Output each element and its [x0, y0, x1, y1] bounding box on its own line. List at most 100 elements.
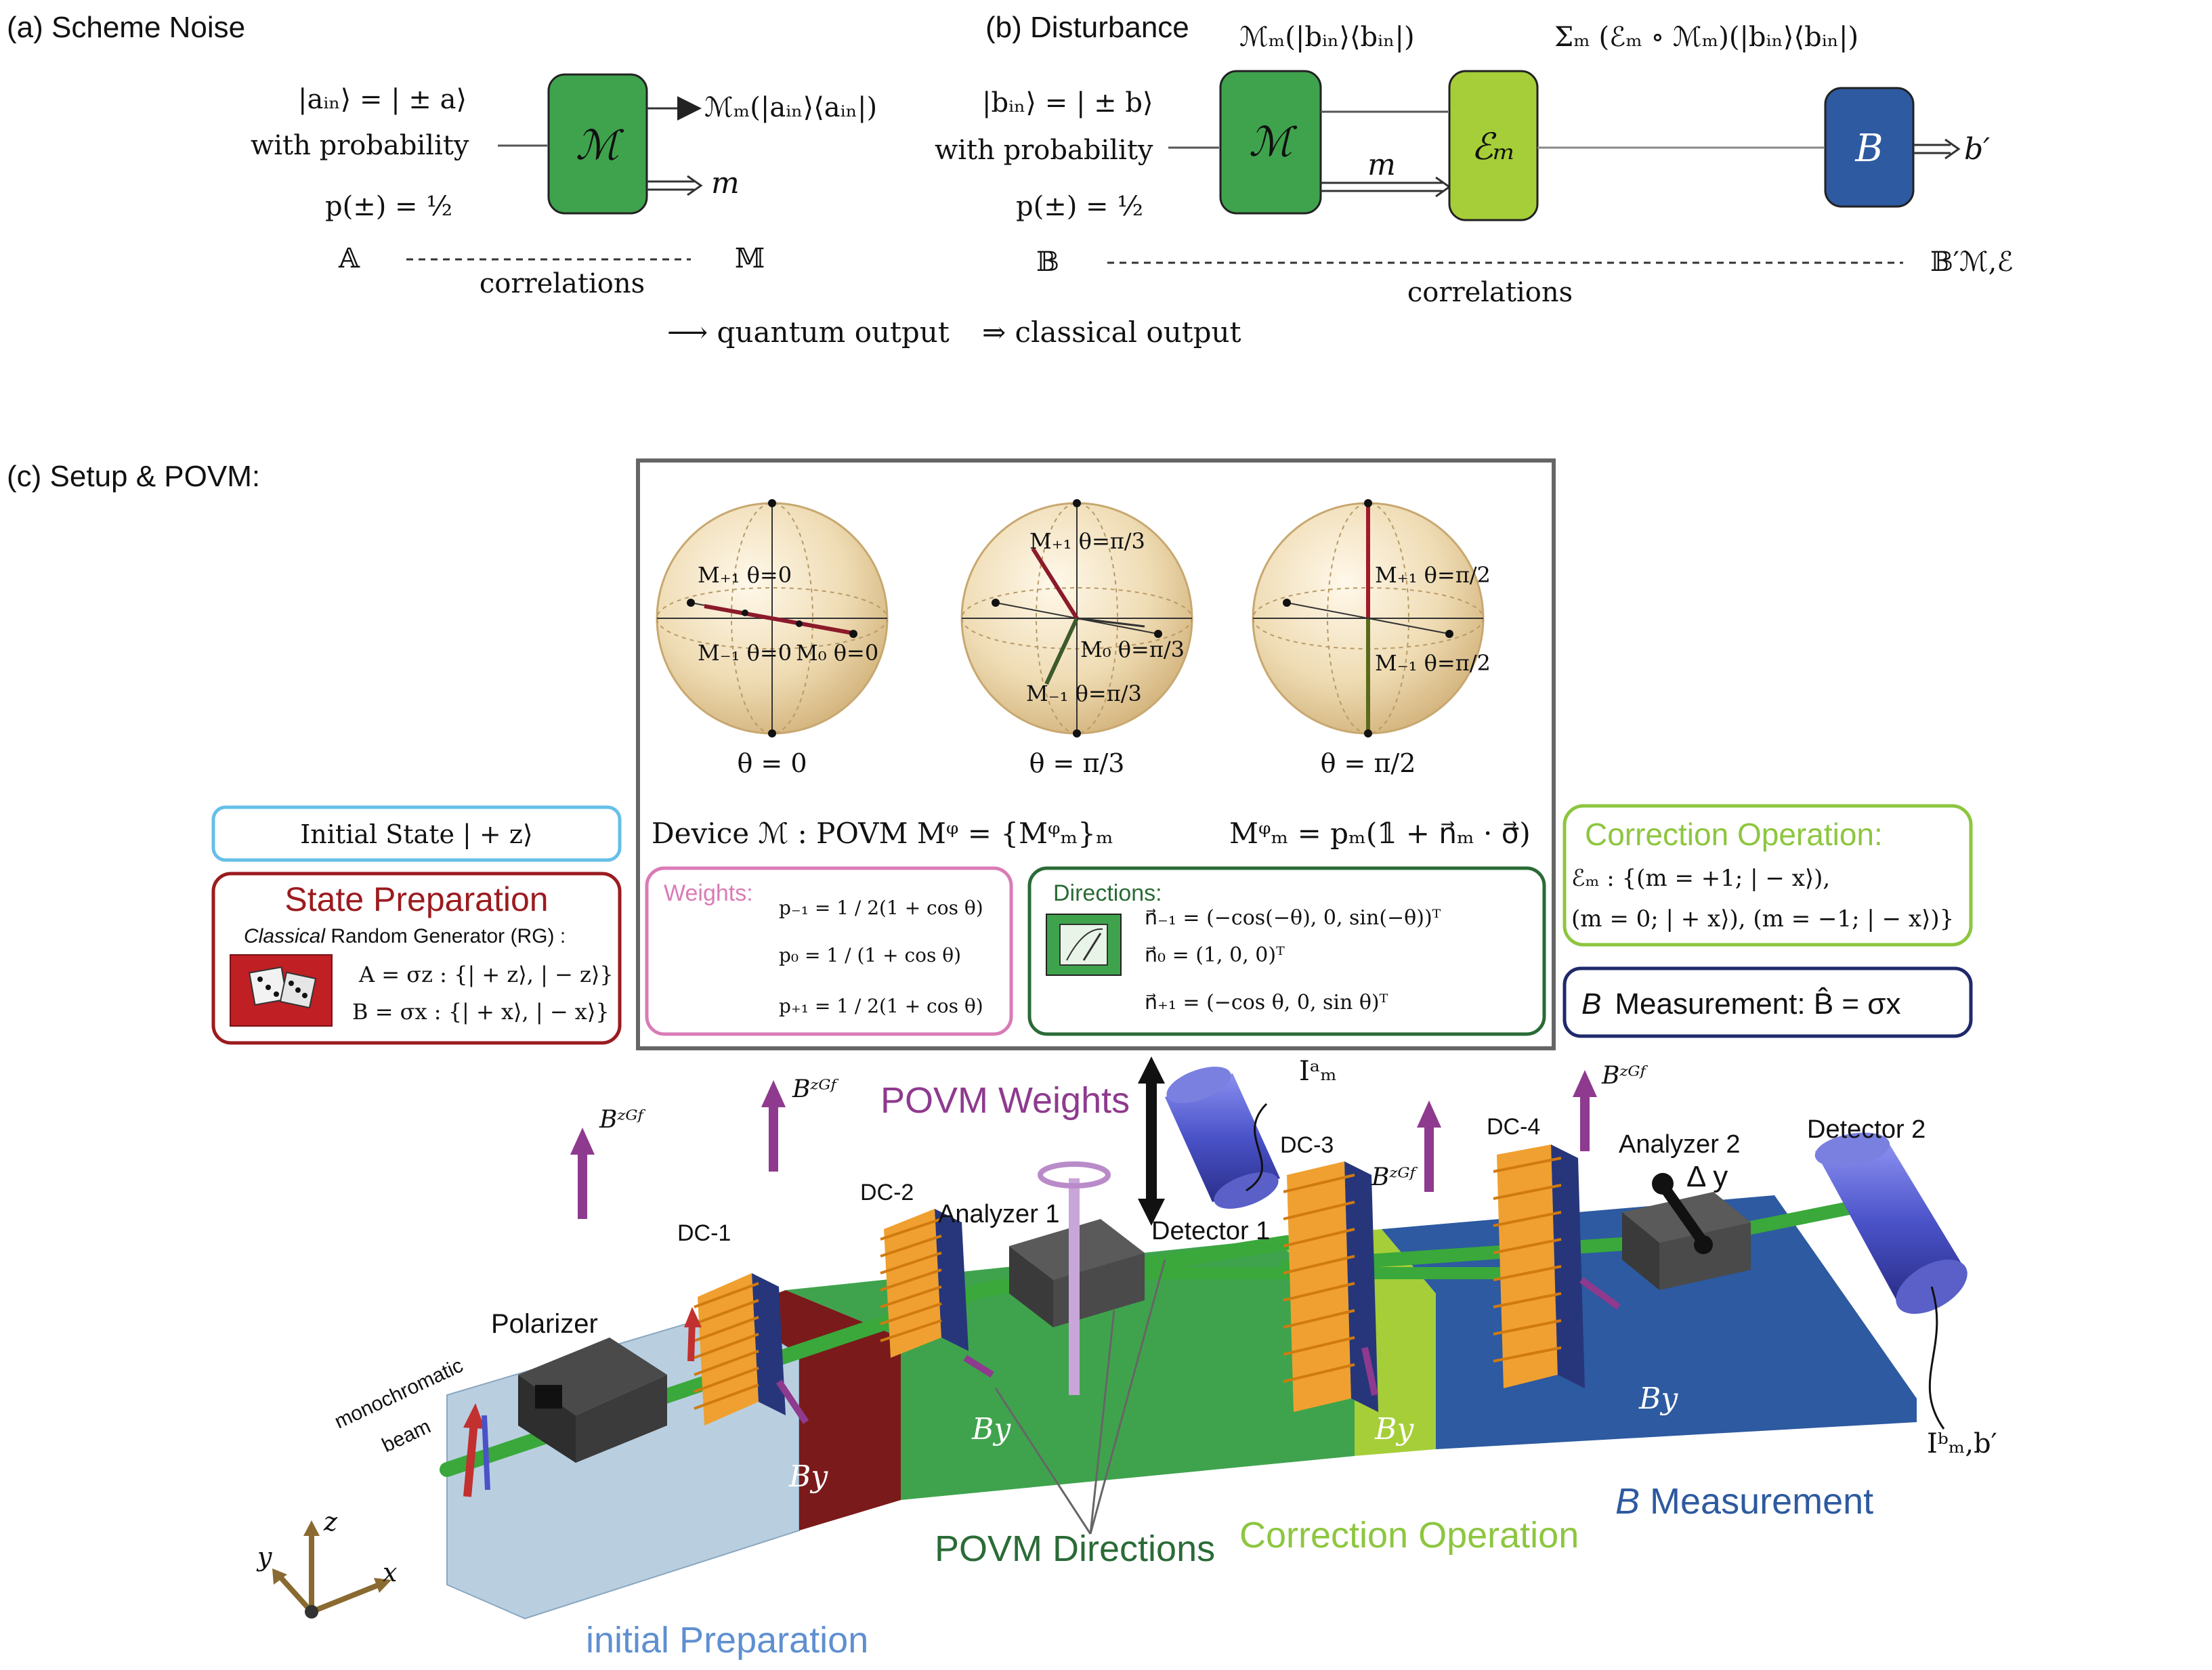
- initial-state-label: Initial State | + z⟩: [300, 819, 532, 849]
- correction-box: [1562, 804, 1973, 947]
- dc1-spin-arrow-head: [684, 1307, 702, 1327]
- sphere3-m-minus: M₋₁ θ=π/2: [1375, 650, 1491, 676]
- panel-a-classical-output: m: [711, 166, 740, 200]
- meter-needle: [1082, 933, 1102, 961]
- panel-a-input-state: |aᵢₙ⟩ = | ± a⟩: [298, 84, 467, 115]
- correction-title: Correction Operation:: [1585, 817, 1883, 852]
- povm-directions-pointer-3: [1089, 1259, 1166, 1535]
- spin-arrow-blue: [482, 1415, 490, 1491]
- directions-n-zero: n⃗₀ = (1, 0, 0)ᵀ: [1145, 943, 1285, 967]
- weights-box: [645, 866, 1013, 1036]
- povm-directions-pointer-2: [1089, 1310, 1115, 1535]
- delta-y-label: Δ y: [1686, 1160, 1728, 1193]
- weights-title: Weights:: [664, 880, 753, 906]
- by-label-1: By: [788, 1459, 828, 1494]
- panel-b-intermediate: ℳₘ(|bᵢₙ⟩⟨bᵢₙ|): [1239, 22, 1415, 53]
- panel-a-left-var: 𝔸: [338, 243, 360, 274]
- panel-a-right-var: 𝕄: [735, 243, 765, 274]
- state-prep-rg-line: Classical Random Generator (RG) :: [244, 925, 566, 947]
- b-measurement-b: B: [1581, 987, 1601, 1021]
- dc4-label: DC-4: [1487, 1114, 1540, 1140]
- panel-b-device-box: [1219, 70, 1322, 215]
- analyzer1: [1009, 1161, 1145, 1395]
- dc1-coil: [694, 1273, 786, 1426]
- panel-b-m-label: m: [1367, 148, 1396, 182]
- b-measurement-region-b: B: [1615, 1481, 1640, 1522]
- panel-b-right-var: 𝔹′ℳ,ℰ: [1930, 247, 2014, 278]
- panel-b-correction-label: ℰₘ: [1471, 125, 1516, 168]
- state-prep-a-line: A = σz : {| + z⟩, | − z⟩}: [358, 962, 614, 987]
- sphere1-caption: θ = 0: [737, 748, 807, 778]
- dc3-by-arrow: [1361, 1346, 1378, 1396]
- weights-p-minus: p₋₁ = 1 / 2(1 + cos θ): [779, 897, 983, 919]
- dc2-label: DC-2: [860, 1180, 914, 1205]
- panel-b-measure-label: B: [1854, 127, 1883, 171]
- povm-weights-label: POVM Weights: [880, 1080, 1130, 1121]
- panel-b-correction-box: [1448, 70, 1539, 221]
- panel-a-device-label: ℳ: [576, 122, 624, 169]
- dc4-coil: [1493, 1144, 1585, 1388]
- dice-icon: [249, 966, 317, 1009]
- povm-formula: Mᵠₘ = pₘ(𝟙 + n⃗ₘ · σ⃗): [1229, 817, 1531, 850]
- bz-gf-arrow-3-head: [1417, 1100, 1441, 1128]
- dc2-coil: [880, 1209, 969, 1358]
- dc1-label: DC-1: [677, 1220, 731, 1246]
- panel-a-with-probability: with probability: [251, 130, 469, 161]
- povm-directions-pointer-1: [994, 1388, 1092, 1535]
- vertical-arrow-head-down: [1138, 1199, 1165, 1226]
- detector1-label: Detector 1: [1151, 1217, 1270, 1245]
- initial-prep-label: initial Preparation: [586, 1620, 868, 1661]
- bloch-sphere-theta-0: [656, 499, 889, 737]
- b-measurement-text: Measurement: B̂ = σx: [1615, 987, 1900, 1021]
- axis-z-label: z: [323, 1507, 338, 1537]
- panel-b-device-label: ℳ: [1249, 119, 1298, 166]
- by-label-3: By: [1374, 1412, 1414, 1447]
- current-i-bmb: Iᵇₘ,b′: [1927, 1428, 1997, 1459]
- sphere2-m-zero: M₀ θ=π/3: [1080, 637, 1185, 662]
- by-label-4: By: [1638, 1382, 1678, 1416]
- correction-op-label: Correction Operation: [1239, 1515, 1579, 1556]
- analyzer1-label: Analyzer 1: [938, 1200, 1060, 1228]
- panel-b-left-var: 𝔹: [1036, 247, 1059, 278]
- bz-gf-arrow-4-head: [1573, 1070, 1597, 1097]
- beam-label: beam: [379, 1415, 434, 1457]
- panel-a-title: (a) Scheme Noise: [7, 11, 245, 44]
- panel-b-sum-label: Σₘ (ℰₘ ∘ ℳₘ)(|bᵢₙ⟩⟨bᵢₙ|): [1554, 22, 1858, 53]
- panel-b-out-arrow-head: [1944, 138, 1961, 160]
- panel-b-with-probability: with probability: [935, 135, 1153, 166]
- b-measurement-region-label: B Measurement: [1615, 1481, 1873, 1522]
- sphere3-m-plus: M₊₁ θ=π/2: [1375, 562, 1491, 588]
- correction-line2: (m = 0; | + x⟩), (m = −1; | − x⟩)}: [1571, 905, 1954, 933]
- directions-box: [1027, 866, 1546, 1036]
- directions-n-plus: n⃗₊₁ = (−cos θ, 0, sin θ)ᵀ: [1145, 991, 1388, 1014]
- panel-a-probability: p(±) = ½: [325, 191, 452, 222]
- platform-state-prep: [731, 1290, 901, 1530]
- current-i-am: Iᵃₘ: [1299, 1056, 1337, 1087]
- weights-p-plus: p₊₁ = 1 / 2(1 + cos θ): [779, 995, 983, 1017]
- spin-arrow-red: [463, 1421, 478, 1497]
- bz-gf-arrow-1-head: [570, 1128, 595, 1155]
- sphere1-m-plus: M₊₁ θ=0: [698, 562, 792, 588]
- panel-b-output: b′: [1964, 132, 1990, 167]
- detector1: [1165, 1067, 1280, 1209]
- b-measurement-region-rest: Measurement: [1640, 1481, 1873, 1522]
- dc3-label: DC-3: [1280, 1132, 1334, 1158]
- initial-state-box: [211, 805, 622, 862]
- vertical-arrow-head-up: [1138, 1056, 1165, 1084]
- detector2-label: Detector 2: [1807, 1115, 1926, 1144]
- legend-classical: ⇒ classical output: [982, 316, 1241, 349]
- dc3-coil: [1283, 1161, 1378, 1412]
- bz-gf-arrow-2-head: [761, 1080, 786, 1107]
- sphere3-caption: θ = π/2: [1321, 748, 1416, 778]
- panel-b-title: (b) Disturbance: [985, 11, 1189, 44]
- panel-c-title: (c) Setup & POVM:: [7, 460, 260, 493]
- sphere1-m-minus: M₋₁ θ=0: [698, 640, 792, 666]
- state-prep-rg-italic: Classical: [244, 925, 326, 947]
- state-prep-b-line: B = σx : {| + x⟩, | − x⟩}: [352, 999, 610, 1025]
- by-label-2: By: [971, 1412, 1011, 1447]
- detector1-wire: [1246, 1102, 1268, 1192]
- b-measurement-label: B Measurement: B̂ = σx: [1581, 987, 1900, 1021]
- sphere2-m-plus: M₊₁ θ=π/3: [1029, 528, 1145, 554]
- sphere2-caption: θ = π/3: [1029, 748, 1125, 778]
